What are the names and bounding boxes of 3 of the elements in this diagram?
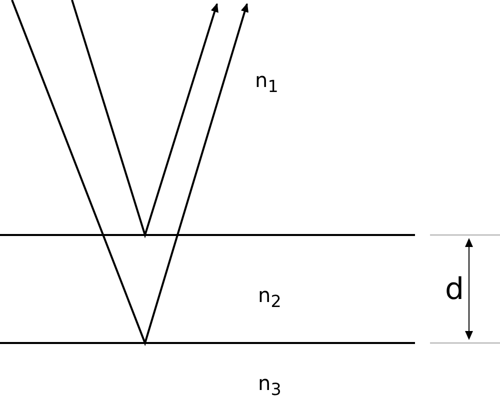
refractive-index-label: n$_{1}$ [255, 70, 278, 96]
refractive-index-label: n$_{3}$ [258, 373, 282, 399]
refractive-index-label: n$_{2}$ [258, 285, 282, 311]
